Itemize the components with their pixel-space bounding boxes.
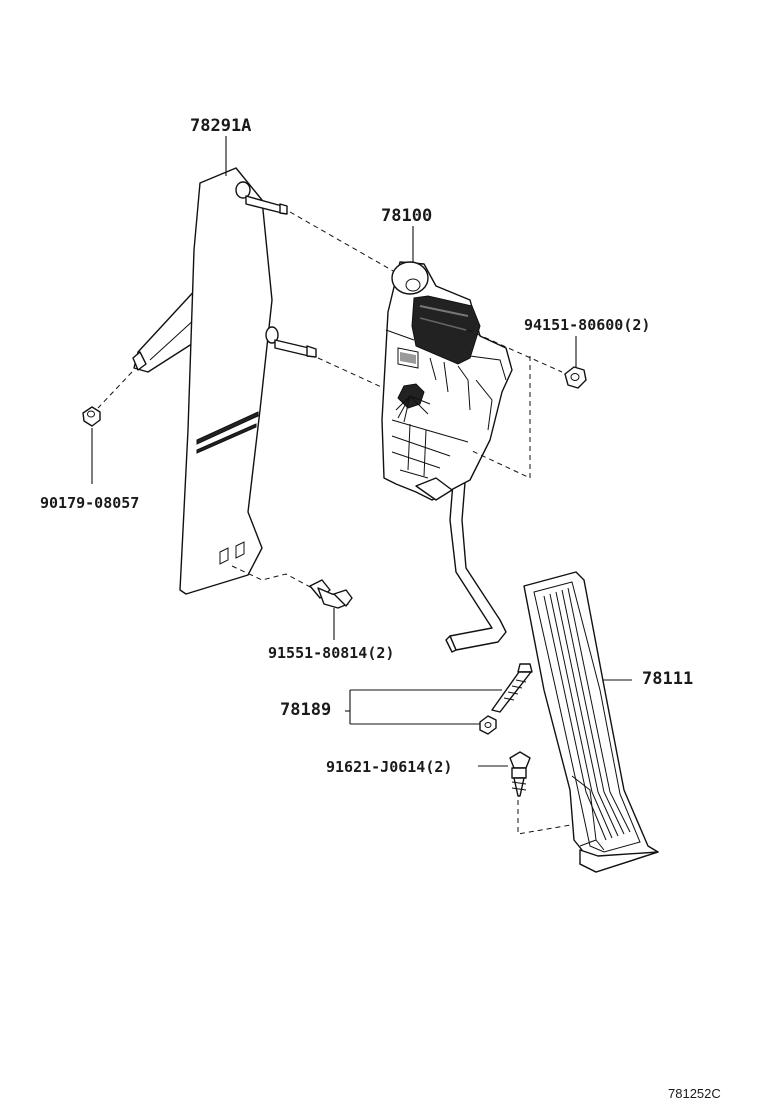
nut-upper: [564, 336, 587, 389]
bolt-bracket: [309, 579, 353, 640]
pedal-sensor-assy-78100: [381, 226, 513, 653]
label-78291a: 78291A: [190, 116, 251, 136]
stopper-set-78189: [345, 663, 533, 735]
label-78111: 78111: [642, 669, 693, 689]
label-91621-j0614: 91621-J0614(2): [326, 758, 452, 776]
label-90179-08057: 90179-08057: [40, 494, 139, 512]
screw-pad: [478, 751, 589, 835]
label-78100: 78100: [381, 206, 432, 226]
label-91551-80814: 91551-80814(2): [268, 644, 394, 662]
pedal-pad-78111: [523, 571, 659, 873]
reference-code: 781252C: [668, 1086, 721, 1101]
bracket-78291a: [132, 167, 317, 595]
nut-left: [82, 371, 133, 484]
label-94151-80600: 94151-80600(2): [524, 316, 650, 334]
label-78189: 78189: [280, 700, 331, 720]
